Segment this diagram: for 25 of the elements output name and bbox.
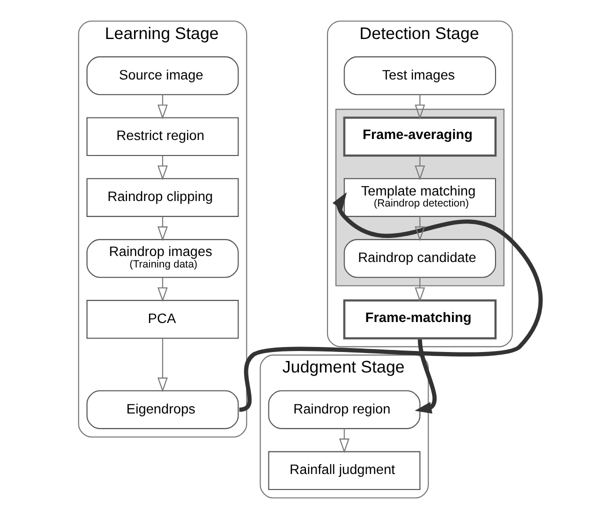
node-box: PCA: [86, 300, 239, 339]
arrow: [238, 192, 543, 412]
node-box: Raindrop clipping: [86, 178, 239, 217]
arrow: [414, 216, 426, 242]
arrow: [414, 339, 437, 414]
node-box: Raindrop images (Training data): [86, 239, 239, 278]
node-box: Rainfall judgment: [268, 451, 420, 490]
node-box: Test images: [344, 56, 496, 96]
node-box: Raindrop region: [268, 390, 420, 430]
node-box: Template matching (Raindrop detection): [344, 178, 496, 217]
arrow: [414, 94, 426, 120]
node-box: Source image: [86, 56, 239, 96]
arrow: [157, 94, 168, 120]
arrow: [157, 277, 168, 302]
arrow: [157, 156, 168, 180]
arrow: [157, 338, 168, 392]
node-box: Frame-averaging: [343, 116, 497, 157]
node-box: Raindrop candidate: [344, 239, 496, 278]
node-box: Restrict region: [86, 117, 239, 156]
arrow: [414, 156, 426, 180]
node-box: Eigendrops: [86, 390, 239, 430]
arrow: [157, 216, 168, 242]
arrow: [414, 277, 426, 302]
node-box: Frame-matching: [343, 299, 497, 340]
arrow: [339, 428, 350, 454]
